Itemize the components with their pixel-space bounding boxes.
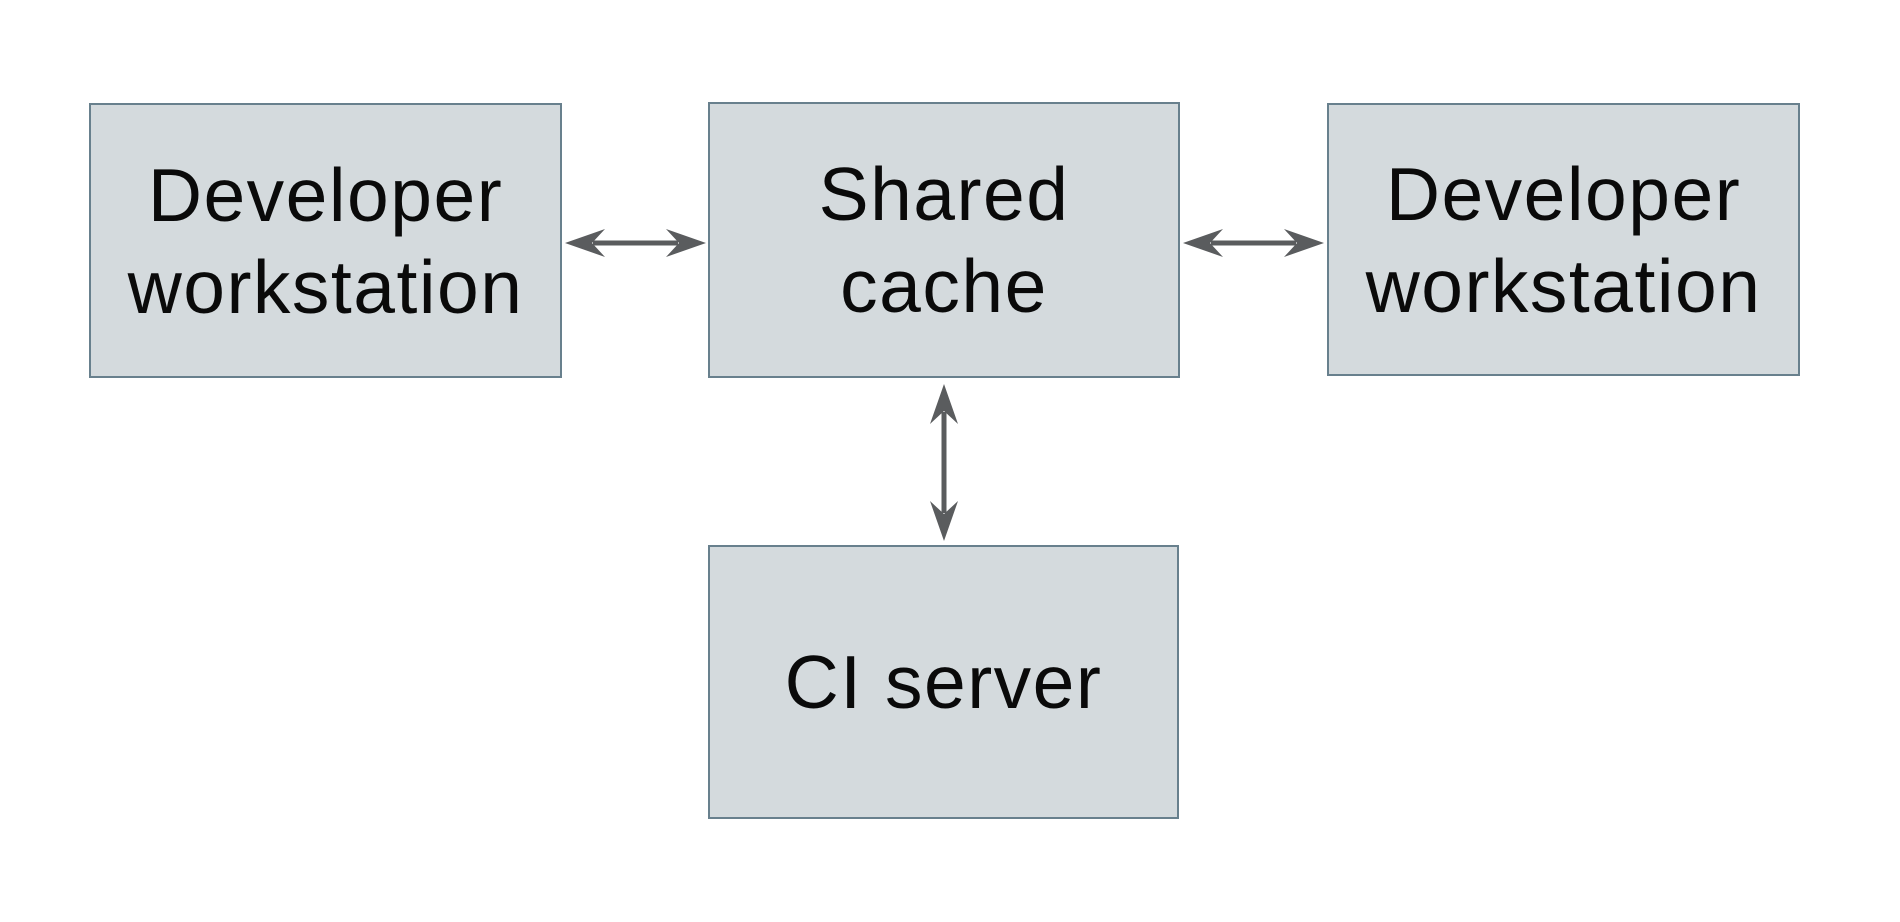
node-shared-cache: Shared cache [708,102,1180,378]
node-ci-server: CI server [708,545,1179,819]
node-developer-workstation-left: Developer workstation [89,103,562,378]
node-developer-workstation-right: Developer workstation [1327,103,1800,376]
node-label-shared-cache: Shared cache [818,152,1070,328]
arrow-devleft-sharedcache [565,229,706,257]
node-label-developer-workstation-right: Developer workstation [1365,151,1762,328]
node-label-ci-server: CI server [784,640,1103,724]
arrow-sharedcache-devright [1183,229,1324,257]
arrow-sharedcache-ciserver [930,384,958,541]
node-label-developer-workstation-left: Developer workstation [127,152,524,329]
